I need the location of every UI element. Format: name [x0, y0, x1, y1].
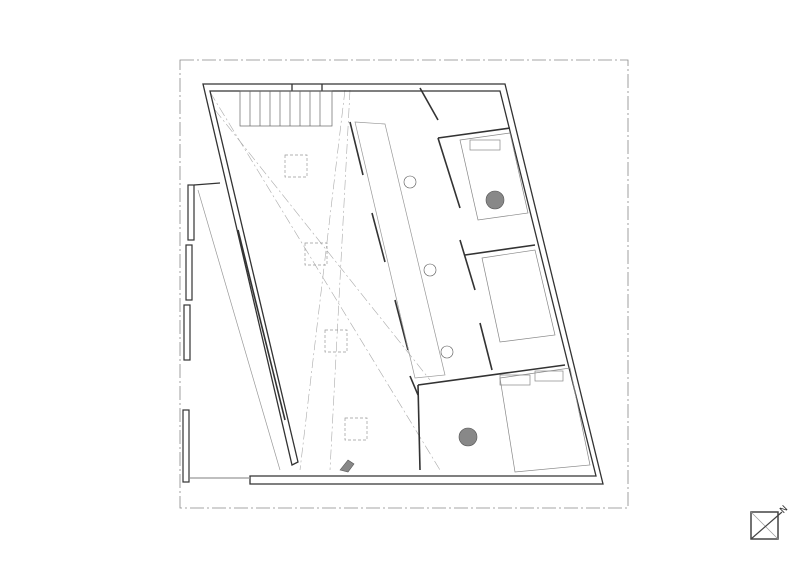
- construction-lines: [209, 89, 441, 471]
- beds: [459, 132, 591, 473]
- interior-walls: [237, 87, 566, 471]
- north-arrow-icon: [750, 511, 783, 540]
- kitchen-counter: [354, 121, 446, 379]
- chairs: [339, 175, 505, 473]
- skylights: [284, 154, 368, 441]
- site-boundary: [179, 59, 629, 509]
- exterior-walls: [202, 83, 604, 485]
- staircase: [239, 90, 333, 127]
- left-window-wall: [182, 182, 281, 483]
